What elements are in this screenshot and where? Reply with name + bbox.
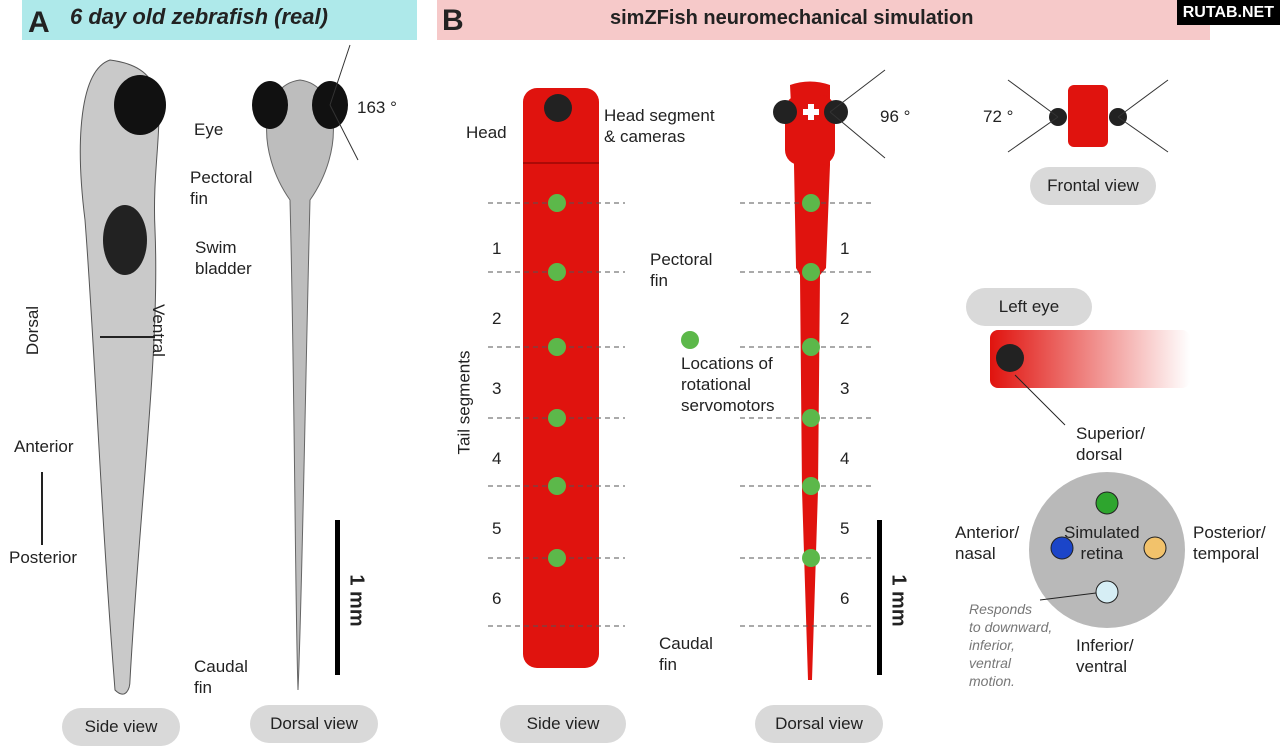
segment-number: 6 xyxy=(840,589,850,608)
retina-down-detector xyxy=(1095,580,1119,604)
scale-bar-b xyxy=(877,520,882,675)
segment-number: 4 xyxy=(840,449,850,468)
label-head: Head xyxy=(466,123,507,142)
label-pectoral-fin-a: Pectoral fin xyxy=(190,168,253,208)
real-eye xyxy=(114,75,166,135)
retina-right-detector xyxy=(1143,536,1167,560)
servomotor-dot xyxy=(802,409,820,427)
panel-b-title: simZFish neuromechanical simulation xyxy=(610,7,974,29)
label-tail-segments: Tail segments xyxy=(454,350,474,455)
servomotor-dot xyxy=(548,409,566,427)
left-eye-label: Left eye xyxy=(966,288,1092,326)
retina-left-detector xyxy=(1050,536,1074,560)
side-view-label-b: Side view xyxy=(500,705,626,743)
label-posterior: Posterior xyxy=(9,548,78,567)
cross-icon xyxy=(803,104,819,120)
angle-72: 72 ° xyxy=(983,107,1014,126)
segment-number: 3 xyxy=(492,379,502,398)
panel-a-title: 6 day old zebrafish (real) xyxy=(70,4,328,29)
label-caudal-fin-b: Caudal fin xyxy=(659,634,713,674)
frontal-view-body xyxy=(1068,85,1108,147)
side-view-label-a: Side view xyxy=(62,708,180,746)
legend-servo-dot xyxy=(681,331,699,349)
label-pectoral-fin-b: Pectoral fin xyxy=(650,250,713,290)
label-dorsal: Dorsal xyxy=(23,305,43,356)
real-dorsal-eye-left xyxy=(252,81,288,129)
sim-body-side xyxy=(523,88,599,668)
label-posterior-temporal: Posterior/ temporal xyxy=(1193,523,1266,563)
segment-number: 5 xyxy=(840,519,850,538)
real-swim-bladder xyxy=(103,205,147,275)
watermark: RUTAB.NET xyxy=(1176,0,1280,25)
panel-b-header xyxy=(437,0,1210,40)
scale-label-a: 1 mm xyxy=(345,574,368,627)
servomotor-dot xyxy=(802,549,820,567)
segment-number: 4 xyxy=(492,449,502,468)
servomotor-dot xyxy=(802,477,820,495)
segment-number: 2 xyxy=(492,309,502,328)
angle-163: 163 ° xyxy=(357,98,397,117)
label-swim-bladder: Swim bladder xyxy=(195,238,252,278)
scale-label-b: 1 mm xyxy=(887,574,910,627)
label-ventral: Ventral xyxy=(148,304,168,357)
servomotor-dot xyxy=(548,194,566,212)
segment-number: 5 xyxy=(492,519,502,538)
dorsal-view-label-a: Dorsal view xyxy=(250,705,378,743)
label-retina: Simulated retina xyxy=(1064,523,1140,563)
simulated-retina xyxy=(1029,472,1185,628)
real-fish-dorsal xyxy=(266,79,334,691)
servomotor-dot xyxy=(802,263,820,281)
label-caudal-fin-a: Caudal fin xyxy=(194,657,248,697)
segment-number: 6 xyxy=(492,589,502,608)
angle-96: 96 ° xyxy=(880,107,911,126)
panel-a-header xyxy=(22,0,417,40)
servomotor-dot xyxy=(548,338,566,356)
label-anterior-nasal: Anterior/ nasal xyxy=(955,523,1020,563)
scale-bar-a xyxy=(335,520,340,675)
sim-side-eye xyxy=(544,94,572,122)
sim-body-dorsal xyxy=(790,81,830,680)
real-fish-side xyxy=(79,59,160,695)
dorsal-view-label-b: Dorsal view xyxy=(755,705,883,743)
panel-a-letter: A xyxy=(28,6,50,39)
panel-b-letter: B xyxy=(442,4,464,37)
segment-number: 2 xyxy=(840,309,850,328)
segment-number: 1 xyxy=(492,239,502,258)
segment-number: 1 xyxy=(840,239,850,258)
servomotor-dot xyxy=(548,477,566,495)
label-servomotors: Locations of rotational servomotors xyxy=(681,354,775,415)
label-responds: Responds to downward, inferior, ventral … xyxy=(969,601,1053,689)
label-eye: Eye xyxy=(194,120,224,139)
label-head-segment: Head segment & cameras xyxy=(604,106,715,146)
servomotor-dot xyxy=(548,549,566,567)
segment-number: 3 xyxy=(840,379,850,398)
label-anterior: Anterior xyxy=(14,437,74,456)
left-eye-model xyxy=(990,330,1190,388)
label-inferior: Inferior/ ventral xyxy=(1076,636,1134,676)
servomotor-dot xyxy=(802,194,820,212)
retina-up-detector xyxy=(1095,491,1119,515)
servomotor-dot xyxy=(802,338,820,356)
frontal-view-label: Frontal view xyxy=(1030,167,1156,205)
label-superior: Superior/ dorsal xyxy=(1076,424,1145,464)
servomotor-dot xyxy=(548,263,566,281)
